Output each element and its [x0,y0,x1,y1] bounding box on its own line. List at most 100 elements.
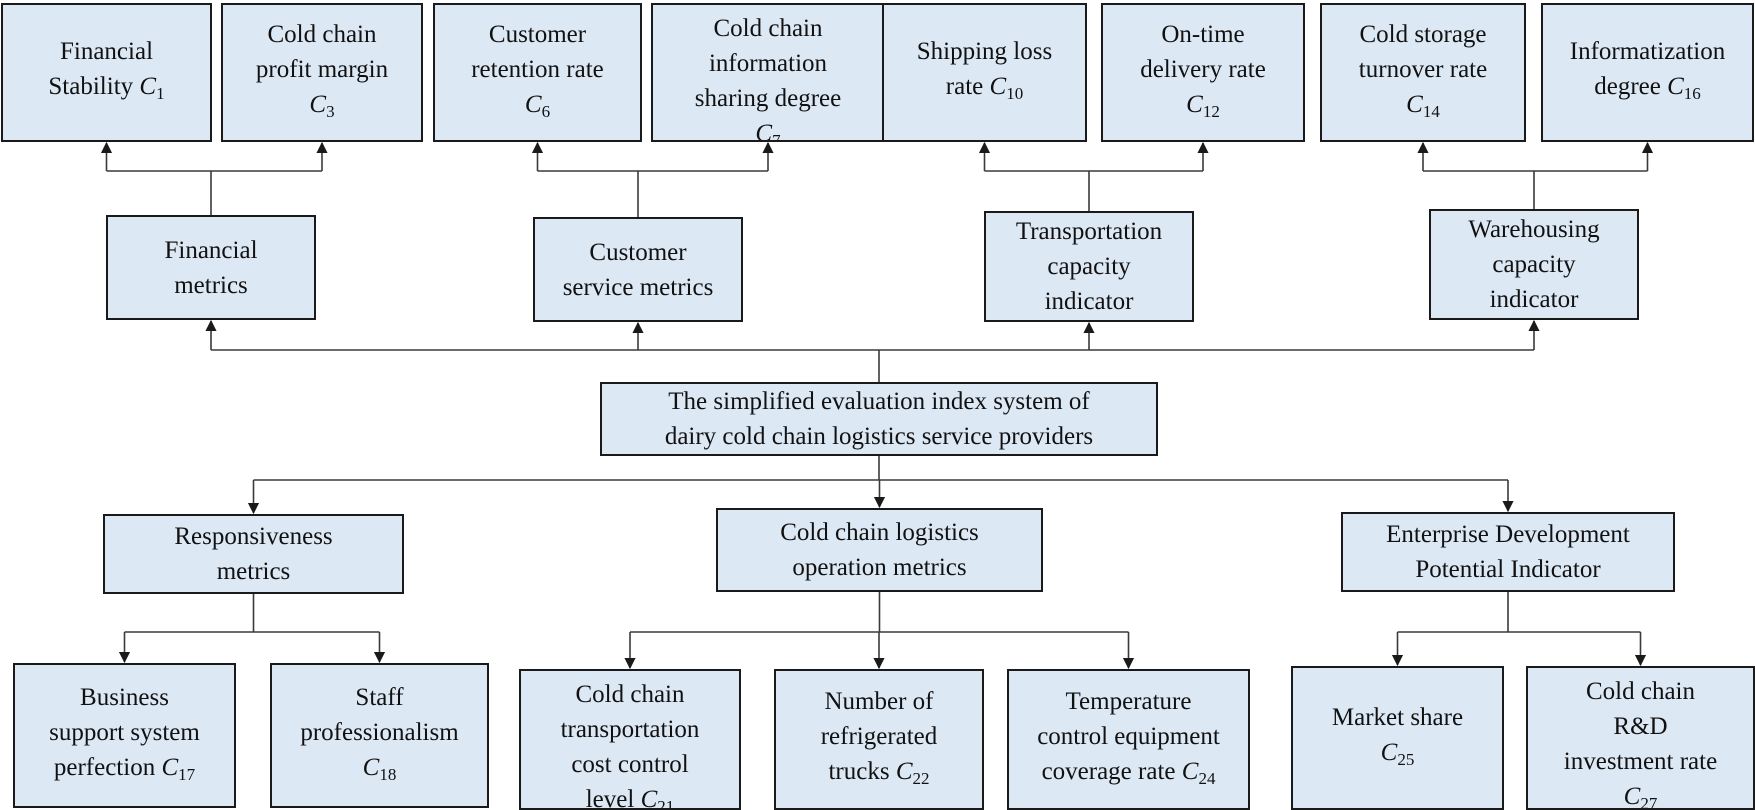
criterion-c27-line: R&D [1613,713,1668,740]
indicator-transport-line: indicator [1044,288,1134,315]
criterion-c16-line: Informatization [1569,38,1726,65]
criterion-c12-line: On-time [1161,20,1245,48]
root-node-line: The simplified evaluation index system o… [668,388,1090,415]
indicator-operation-line: operation metrics [792,554,967,581]
indicator-development-line: Enterprise Development [1386,521,1630,548]
criterion-c25-criterion-symbol: C [1380,738,1398,766]
criterion-c18-line: Staff [355,683,404,711]
criterion-c1-criterion-symbol: C [139,73,157,100]
criterion-c14-criterion-symbol: C [1406,90,1423,118]
criterion-c6-symbol-line: C6 [525,87,550,129]
criterion-c22-criterion-symbol: C [895,757,913,785]
criterion-c27-criterion-symbol: C [1623,783,1641,810]
criterion-c3-criterion-symbol: C [309,90,327,118]
criterion-c16-criterion-subscript: 16 [1683,84,1701,103]
criterion-c21-line: Cold chain [575,681,685,708]
criterion-c24-criterion-symbol: C [1181,757,1199,785]
criterion-c17-line: support system [49,718,200,746]
criterion-c16-criterion-symbol: C [1667,73,1684,100]
criterion-c1-line: Financial [59,38,154,65]
criterion-c18-symbol-line: C18 [363,750,397,792]
indicator-development-line: Potential Indicator [1415,556,1601,583]
criterion-c10-criterion-subscript: 10 [1006,84,1024,103]
criterion-c6-line: retention rate [471,55,604,83]
criterion-c17-criterion-symbol: C [161,753,179,781]
criterion-c18-criterion-subscript: 18 [379,764,397,784]
criterion-c24-criterion-subscript: 24 [1198,768,1216,788]
criterion-c7-line: Cold chain [713,15,823,42]
criterion-c10-label-tail: rate [945,73,984,100]
indicator-responsiveness: Responsiveness metrics [103,514,404,594]
criterion-c25-line: Market share [1331,703,1464,731]
criterion-c24-line: control equipment [1037,722,1220,750]
indicator-warehouse-line: capacity [1492,251,1576,278]
criterion-c22-symbol-line: trucks C22 [828,754,929,796]
criterion-c6-criterion-symbol: C [524,90,542,118]
criterion-c12-criterion-subscript: 12 [1202,101,1220,121]
indicator-customer-line: service metrics [562,273,714,301]
criterion-c6-line: Customer [488,20,587,48]
criterion-c22-label-tail: trucks [828,757,890,785]
criterion-c10: Shipping loss rate C10 [882,3,1087,142]
criterion-c18-criterion-symbol: C [362,753,380,781]
criterion-c3-symbol-line: C3 [309,87,334,129]
indicator-warehouse-line: Warehousing [1468,216,1600,243]
indicator-responsiveness-line: metrics [216,558,291,585]
indicator-customer: Customer service metrics [533,217,743,322]
criterion-c27-line: investment rate [1563,748,1718,775]
criterion-c22-criterion-subscript: 22 [912,768,930,788]
criterion-c21-line: cost control [571,751,689,778]
criterion-c1-criterion-subscript: 1 [156,84,165,103]
criterion-c18-line: professionalism [300,718,459,746]
indicator-responsiveness-line: Responsiveness [174,523,333,550]
criterion-c17-line: Business [80,683,169,711]
indicator-financial-line: Financial [164,236,258,264]
criterion-c25-criterion-subscript: 25 [1397,749,1415,769]
criterion-c14-symbol-line: C14 [1406,87,1440,129]
criterion-c10-symbol-line: rate C10 [946,69,1023,111]
criterion-c12-criterion-symbol: C [1186,90,1203,118]
criterion-c24-symbol-line: coverage rate C24 [1042,754,1216,796]
criterion-c21-criterion-symbol: C [640,786,658,810]
criterion-c21-criterion-subscript: 21 [657,797,675,810]
indicator-operation-line: Cold chain logistics [780,519,979,546]
criterion-c14-line: Cold storage [1359,20,1487,48]
root-node-line: dairy cold chain logistics service provi… [664,423,1094,450]
criterion-c6-criterion-subscript: 6 [541,101,551,121]
criterion-c25-symbol-line: C25 [1381,735,1415,777]
criterion-c16-symbol-line: degree C16 [1594,69,1701,111]
criterion-c27-line: Cold chain [1585,678,1695,705]
criterion-c10-line: Shipping loss [916,38,1053,65]
criterion-c14-line: turnover rate [1358,55,1488,83]
criterion-c3-line: Cold chain [267,20,377,48]
criterion-c12-line: delivery rate [1140,55,1266,83]
indicator-customer-line: Customer [589,238,687,266]
criterion-c1-symbol-line: Stability C1 [48,69,164,111]
criterion-c7-line: information [708,50,828,77]
criterion-c3-criterion-subscript: 3 [326,101,335,121]
root-node: The simplified evaluation index system o… [600,382,1158,456]
criterion-c21-line: transportation [560,716,700,743]
criterion-c14-criterion-subscript: 14 [1422,101,1440,121]
criterion-c10-criterion-symbol: C [989,73,1007,100]
criterion-c7-criterion-subscript: 7 [772,131,781,142]
